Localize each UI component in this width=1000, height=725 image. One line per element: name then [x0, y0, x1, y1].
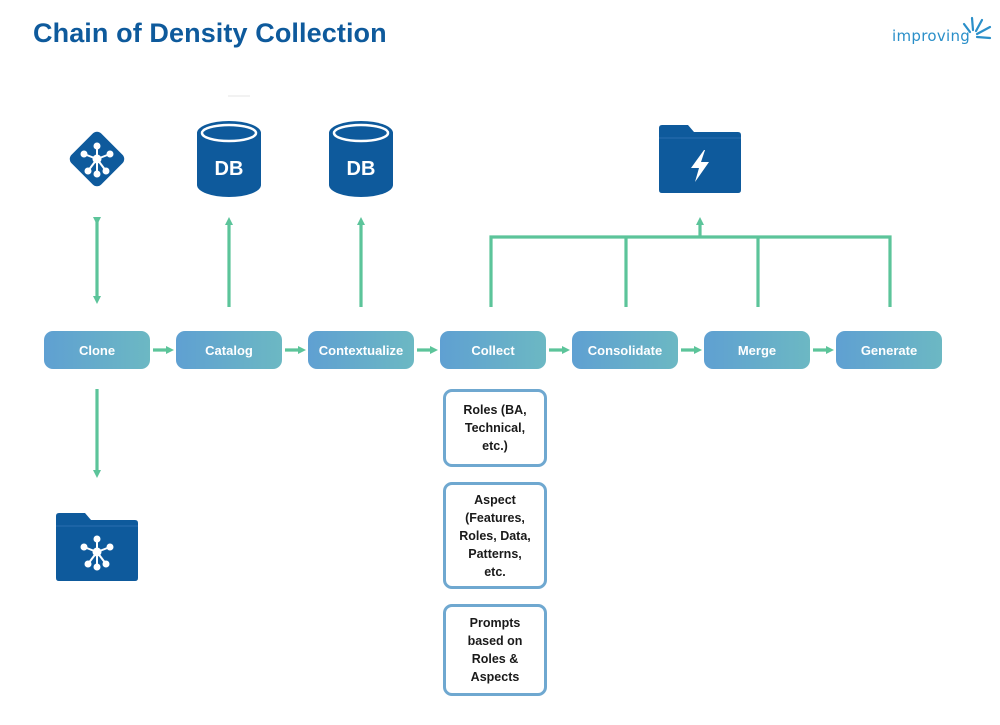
network-folder-icon [56, 513, 138, 581]
database-icon: DB [329, 121, 393, 197]
card-aspect: Aspect (Features, Roles, Data, Patterns,… [443, 482, 547, 589]
lightning-folder-icon [659, 125, 741, 193]
step-collect[interactable]: Collect [440, 331, 546, 369]
page-title: Chain of Density Collection [33, 18, 387, 48]
database-icon: DB [197, 121, 261, 197]
git-network-icon [69, 131, 125, 187]
db-label: DB [215, 158, 244, 180]
brand-logo: improving [888, 14, 994, 48]
logo-rays-icon [962, 16, 992, 40]
card-roles: Roles (BA, Technical, etc.) [443, 389, 547, 467]
step-generate[interactable]: Generate [836, 331, 942, 369]
output-bracket [489, 235, 892, 307]
step-contextualize[interactable]: Contextualize [308, 331, 414, 369]
card-prompts: Prompts based on Roles & Aspects [443, 604, 547, 696]
step-merge[interactable]: Merge [704, 331, 810, 369]
logo-text: improving [892, 27, 971, 45]
step-clone[interactable]: Clone [44, 331, 150, 369]
step-consolidate[interactable]: Consolidate [572, 331, 678, 369]
db-label: DB [347, 158, 376, 180]
step-catalog[interactable]: Catalog [176, 331, 282, 369]
